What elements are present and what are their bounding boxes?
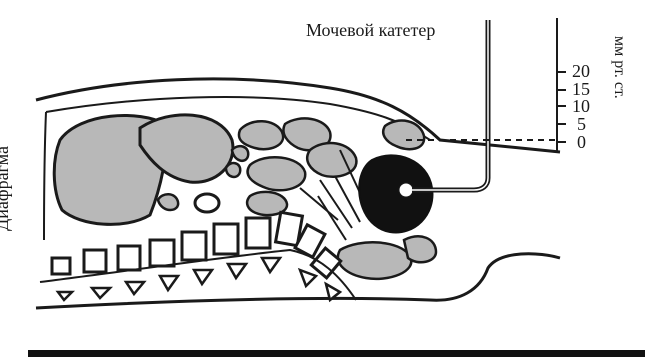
catheter-label: Мочевой катетер xyxy=(306,20,435,41)
diaphragm-line xyxy=(44,112,46,240)
catheter-balloon xyxy=(399,183,413,197)
catheter-tube-inner xyxy=(412,20,488,190)
pelvic-organs xyxy=(338,236,436,278)
pressure-unit-label: мм рт. ст. xyxy=(610,36,628,99)
scale-tick-0: 0 xyxy=(577,133,586,151)
body-outline-bottom xyxy=(36,254,560,308)
bottom-bar xyxy=(28,350,645,357)
scale-tick-10: 10 xyxy=(572,97,590,115)
diaphragm-label: Диафрагма xyxy=(0,146,13,231)
scale-tick-20: 20 xyxy=(572,62,590,80)
kidney xyxy=(195,194,219,212)
scale-tick-5: 5 xyxy=(577,115,586,133)
bladder xyxy=(359,155,432,232)
catheter-tube xyxy=(412,20,488,190)
pressure-scale-ticks xyxy=(557,72,566,142)
